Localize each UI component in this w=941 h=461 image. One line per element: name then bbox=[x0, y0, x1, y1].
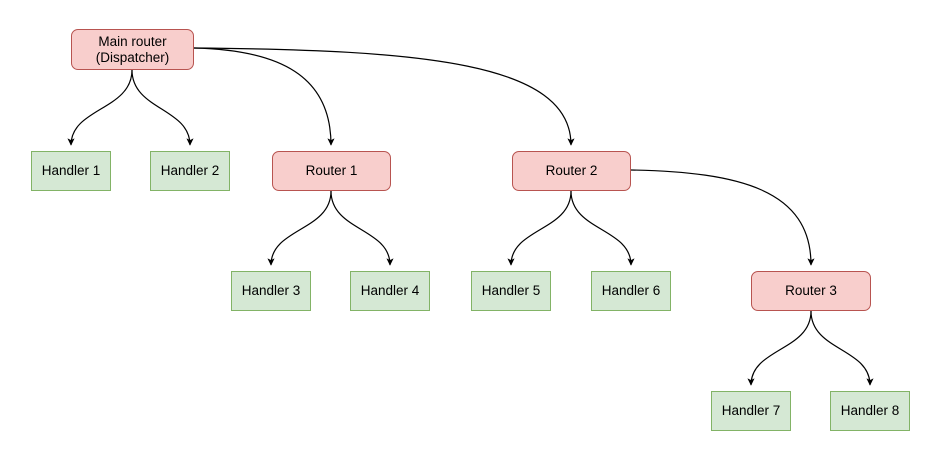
edge-router-2-to-handler-5 bbox=[507, 190, 572, 266]
node-handler-1[interactable]: Handler 1 bbox=[31, 151, 111, 191]
node-handler-6[interactable]: Handler 6 bbox=[591, 271, 671, 311]
node-router-2[interactable]: Router 2 bbox=[512, 151, 631, 191]
edge-main-router-to-router-1 bbox=[193, 47, 335, 146]
node-handler-3[interactable]: Handler 3 bbox=[231, 271, 311, 311]
edge-router-3-to-handler-8 bbox=[810, 310, 874, 386]
node-handler-8[interactable]: Handler 8 bbox=[830, 391, 910, 431]
node-router-1[interactable]: Router 1 bbox=[272, 151, 391, 191]
edge-router-2-to-router-3 bbox=[630, 169, 815, 266]
edge-router-1-to-handler-3 bbox=[267, 190, 332, 266]
edge-router-2-to-handler-6 bbox=[570, 190, 635, 266]
node-handler-7[interactable]: Handler 7 bbox=[711, 391, 791, 431]
node-label-router-3: Router 3 bbox=[785, 283, 837, 298]
node-main-router[interactable]: Main router (Dispatcher) bbox=[71, 29, 194, 70]
node-handler-2[interactable]: Handler 2 bbox=[150, 151, 230, 191]
node-handler-5[interactable]: Handler 5 bbox=[471, 271, 551, 311]
edge-main-router-to-handler-1 bbox=[67, 69, 133, 146]
edge-router-3-to-handler-7 bbox=[747, 310, 812, 386]
node-label-handler-1: Handler 1 bbox=[41, 163, 101, 178]
node-label-handler-7: Handler 7 bbox=[721, 403, 781, 418]
node-handler-4[interactable]: Handler 4 bbox=[350, 271, 430, 311]
node-label-router-1: Router 1 bbox=[305, 163, 358, 178]
node-label-handler-2: Handler 2 bbox=[160, 163, 220, 178]
node-label-handler-8: Handler 8 bbox=[840, 403, 900, 418]
node-label-handler-6: Handler 6 bbox=[601, 283, 661, 298]
node-label-router-2: Router 2 bbox=[545, 163, 598, 178]
edge-main-router-to-router-2 bbox=[193, 47, 575, 146]
node-router-3[interactable]: Router 3 bbox=[751, 271, 871, 311]
node-label-main-router: Main router (Dispatcher) bbox=[95, 33, 170, 65]
node-label-handler-5: Handler 5 bbox=[481, 283, 541, 298]
edges-group bbox=[67, 47, 874, 386]
edge-router-1-to-handler-4 bbox=[330, 190, 394, 266]
edge-main-router-to-handler-2 bbox=[131, 69, 194, 146]
node-label-handler-4: Handler 4 bbox=[360, 283, 420, 298]
node-label-handler-3: Handler 3 bbox=[241, 283, 301, 298]
